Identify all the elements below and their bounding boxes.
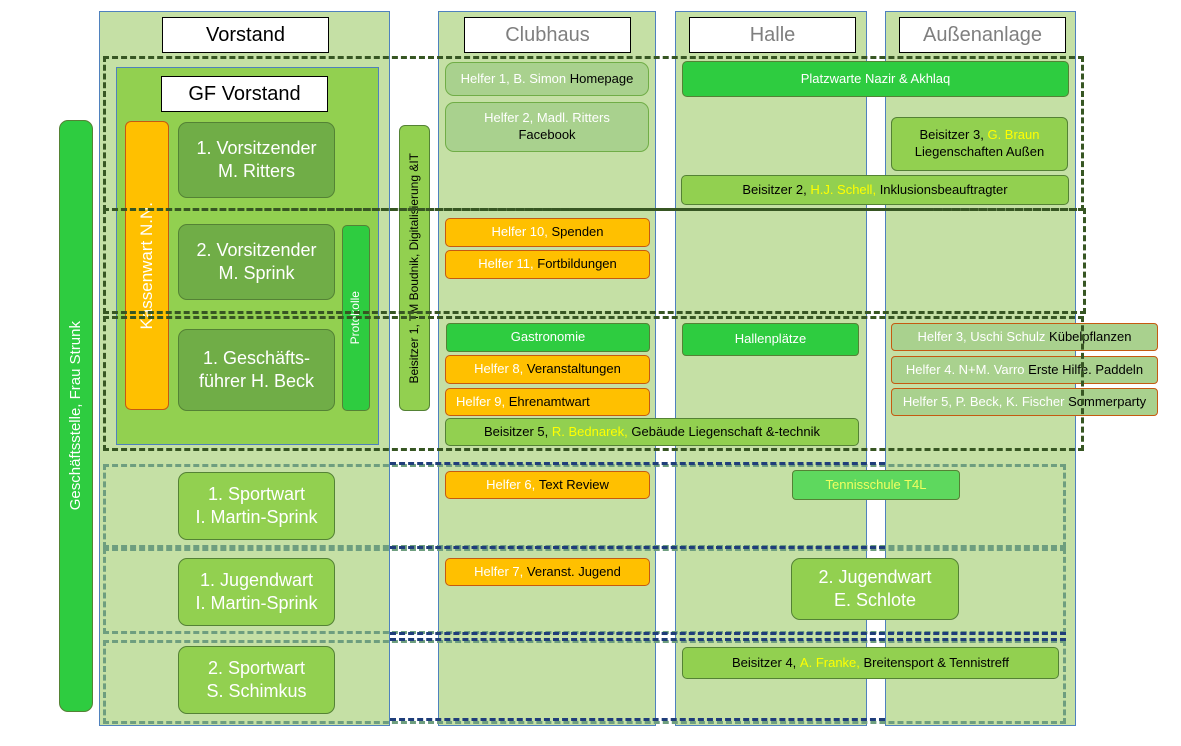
- geschaeftsfuehrer-title: 1. Geschäfts-: [202, 347, 311, 368]
- helfer1-name: Helfer 1, B. Simon: [460, 70, 567, 86]
- jugendwart1-name: I. Martin-Sprink: [195, 593, 318, 613]
- header-gf-vorstand: GF Vorstand: [161, 76, 328, 112]
- helfer1-role: Homepage: [569, 70, 634, 86]
- group-dashed-row2: [103, 208, 1086, 314]
- header-clubhaus: Clubhaus: [464, 17, 631, 53]
- sportwart1-title: 1. Sportwart: [207, 483, 306, 504]
- beisitzer5-box: Beisitzer 5, R. Bednarek, Gebäude Liegen…: [445, 418, 859, 446]
- geschaeftsfuehrer-name: führer H. Beck: [198, 371, 315, 391]
- vorsitzender2-title: 2. Vorsitzender: [196, 239, 317, 260]
- helfer10-name: Helfer 10,: [491, 224, 548, 240]
- helfer8-box: Helfer 8, Veranstaltungen: [445, 355, 650, 384]
- tennisschule-box: Tennisschule T4L: [792, 470, 960, 500]
- beisitzer1-bar: Beisitzer 1, TM Boudnik, Digitalisierung…: [399, 125, 430, 411]
- helfer8-role: Veranstaltungen: [526, 361, 621, 377]
- helfer4-name: Helfer 4. N+M. Varro: [905, 361, 1025, 377]
- beisitzer2-role: Inklusionsbeauftragter: [879, 181, 1008, 197]
- beisitzer4-role: Breitensport & Tennistreff: [863, 654, 1010, 670]
- helfer5-role: Sommerparty: [1068, 393, 1147, 409]
- helfer11-role: Fortbildungen: [537, 256, 617, 272]
- helfer3-box: Helfer 3, Uschi Schulz Kübelpflanzen: [891, 323, 1158, 351]
- helfer2-box: Helfer 2, Madl. Ritters Facebook: [445, 102, 649, 152]
- helfer1-box: Helfer 1, B. Simon Homepage: [445, 62, 649, 96]
- connector-line-4: [390, 638, 1066, 641]
- header-aussenanlage: Außenanlage: [899, 17, 1066, 53]
- kassenwart-bar: Kassenwart N.N.: [125, 121, 169, 410]
- beisitzer2-box: Beisitzer 2, H.J. Schell, Inklusionsbeau…: [681, 175, 1069, 205]
- vorsitzender1-name: M. Ritters: [217, 161, 295, 181]
- helfer11-box: Helfer 11, Fortbildungen: [445, 250, 650, 279]
- jugendwart2-title: 2. Jugendwart: [818, 566, 932, 587]
- beisitzer3-box: Beisitzer 3, G. Braun Liegenschaften Auß…: [891, 117, 1068, 171]
- beisitzer2-title: Beisitzer 2,: [742, 181, 807, 197]
- beisitzer5-title: Beisitzer 5,: [483, 423, 549, 439]
- group-dashed-row3: [103, 316, 1084, 451]
- helfer10-box: Helfer 10, Spenden: [445, 218, 650, 247]
- beisitzer5-name: R. Bednarek,: [551, 423, 628, 439]
- helfer6-box: Helfer 6, Text Review: [445, 471, 650, 499]
- helfer9-box: Helfer 9, Ehrenamtwart: [445, 388, 650, 416]
- beisitzer3-title: Beisitzer 3,: [919, 127, 984, 143]
- group-dashed-row4: [103, 464, 1066, 548]
- helfer2-name: Helfer 2, Madl. Ritters: [484, 110, 610, 126]
- group-dashed-row6: [103, 640, 1066, 724]
- helfer8-name: Helfer 8,: [474, 361, 524, 377]
- beisitzer4-name: A. Franke,: [799, 654, 860, 670]
- geschaeftsstelle-label: Geschäftsstelle, Frau Strunk: [67, 321, 85, 511]
- sportwart2-title: 2. Sportwart: [207, 657, 306, 678]
- jugendwart2-box: 2. Jugendwart E. Schlote: [791, 558, 959, 620]
- beisitzer3-role: Liegenschaften Außen: [914, 144, 1045, 159]
- helfer5-name: Helfer 5, P. Beck, K. Fischer: [902, 393, 1065, 409]
- platzwarte-box: Platzwarte Nazir & Akhlaq: [682, 61, 1069, 97]
- helfer4-box: Helfer 4. N+M. Varro Erste Hilfe. Paddel…: [891, 356, 1158, 384]
- helfer7-box: Helfer 7, Veranst. Jugend: [445, 558, 650, 586]
- sportwart1-name: I. Martin-Sprink: [195, 507, 318, 527]
- jugendwart1-title: 1. Jugendwart: [199, 569, 314, 590]
- beisitzer3-name: G. Braun: [987, 127, 1040, 143]
- geschaeftsfuehrer-box: 1. Geschäfts- führer H. Beck: [178, 329, 335, 411]
- helfer7-name: Helfer 7,: [474, 563, 524, 579]
- jugendwart1-box: 1. Jugendwart I. Martin-Sprink: [178, 558, 335, 626]
- geschaeftsstelle-bar: Geschäftsstelle, Frau Strunk: [59, 120, 93, 712]
- helfer4-role: Erste Hilfe. Paddeln: [1028, 361, 1144, 377]
- group-dashed-row1: [103, 56, 1084, 211]
- sportwart2-name: S. Schimkus: [206, 681, 307, 701]
- helfer5-box: Helfer 5, P. Beck, K. Fischer Sommerpart…: [891, 388, 1158, 416]
- helfer3-name: Helfer 3, Uschi Schulz: [917, 328, 1046, 344]
- helfer6-role: Text Review: [538, 476, 609, 492]
- platzwarte-label: Platzwarte Nazir & Akhlaq: [800, 70, 951, 86]
- helfer9-role: Ehrenamtwart: [508, 393, 590, 409]
- jugendwart2-name: E. Schlote: [833, 590, 917, 610]
- sportwart2-box: 2. Sportwart S. Schimkus: [178, 646, 335, 714]
- connector-line-3: [390, 632, 1066, 635]
- group-dashed-row5: [103, 548, 1066, 634]
- hallenplaetze-label: Hallenplätze: [734, 331, 807, 347]
- helfer2-role: Facebook: [518, 127, 576, 142]
- gastronomie-box: Gastronomie: [446, 323, 650, 352]
- tennisschule-label: Tennisschule T4L: [825, 476, 927, 492]
- helfer7-role: Veranst. Jugend: [526, 563, 621, 579]
- connector-line-5: [390, 718, 885, 721]
- header-halle: Halle: [689, 17, 856, 53]
- gastronomie-label: Gastronomie: [510, 329, 586, 345]
- beisitzer2-name: H.J. Schell,: [810, 181, 877, 197]
- connector-line-2: [390, 546, 885, 549]
- beisitzer5-role: Gebäude Liegenschaft &-technik: [631, 423, 821, 439]
- hallenplaetze-box: Hallenplätze: [682, 323, 859, 356]
- helfer6-name: Helfer 6,: [486, 476, 536, 492]
- vorsitzender1-title: 1. Vorsitzender: [196, 137, 317, 158]
- vorsitzender1-box: 1. Vorsitzender M. Ritters: [178, 122, 335, 198]
- beisitzer4-title: Beisitzer 4,: [731, 654, 797, 670]
- helfer3-role: Kübelpflanzen: [1049, 328, 1132, 344]
- helfer10-role: Spenden: [551, 224, 604, 240]
- helfer9-name: Helfer 9,: [456, 393, 506, 409]
- vorsitzender2-box: 2. Vorsitzender M. Sprink: [178, 224, 335, 300]
- header-vorstand: Vorstand: [162, 17, 329, 53]
- helfer11-name: Helfer 11,: [478, 256, 534, 272]
- connector-line-1: [390, 462, 885, 465]
- vorsitzender2-name: M. Sprink: [218, 263, 295, 283]
- beisitzer4-box: Beisitzer 4, A. Franke, Breitensport & T…: [682, 647, 1059, 679]
- sportwart1-box: 1. Sportwart I. Martin-Sprink: [178, 472, 335, 540]
